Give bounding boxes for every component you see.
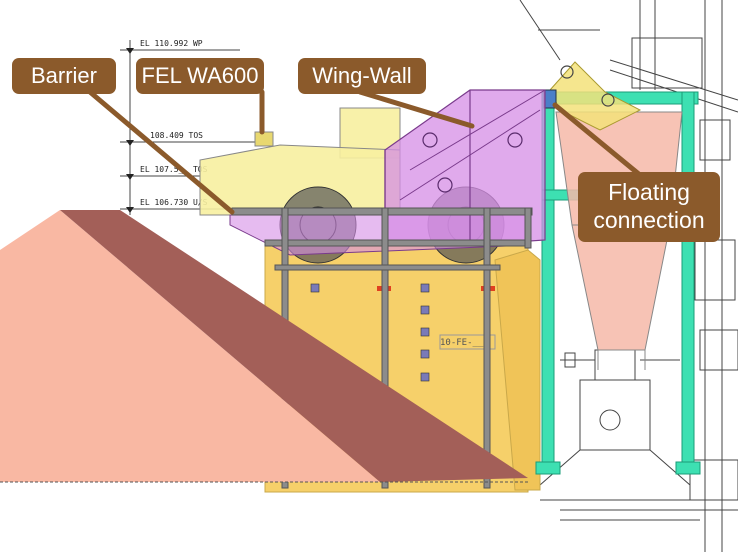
elevation-label-tos-1: 108.409 TOS xyxy=(150,131,203,140)
elevation-label-wp: EL 110.992 WP xyxy=(140,39,203,48)
callout-wing-wall: Wing-Wall xyxy=(298,58,426,94)
pointer-barrier xyxy=(87,89,235,215)
elevation-label-tos-2: EL 107.5__ TOS xyxy=(140,165,208,174)
material-stockpile xyxy=(0,210,528,483)
equipment-tag: 10-FE-__ xyxy=(440,338,484,348)
callout-floating-text-line2: connection xyxy=(593,207,705,233)
callout-floating-text-line1: Floating xyxy=(608,179,690,206)
elevation-labels: EL 110.992 WP 108.409 TOS EL 107.5__ TOS… xyxy=(126,39,208,213)
upper-chute xyxy=(543,61,642,131)
callout-barrier: Barrier xyxy=(12,58,116,94)
pointer-wing-wall xyxy=(357,89,475,129)
callout-fel-text: FEL WA600 xyxy=(141,62,259,88)
callout-floating-connection: Floating connection xyxy=(578,172,720,242)
callout-fel-wa600: FEL WA600 xyxy=(136,58,264,94)
pointer-floating-connection xyxy=(552,102,643,178)
callout-barrier-text: Barrier xyxy=(30,62,97,88)
callout-wing-wall-text: Wing-Wall xyxy=(312,62,412,88)
elevation-label-us: EL 106.730 U/S xyxy=(140,198,208,207)
callout-pointers xyxy=(87,89,643,215)
